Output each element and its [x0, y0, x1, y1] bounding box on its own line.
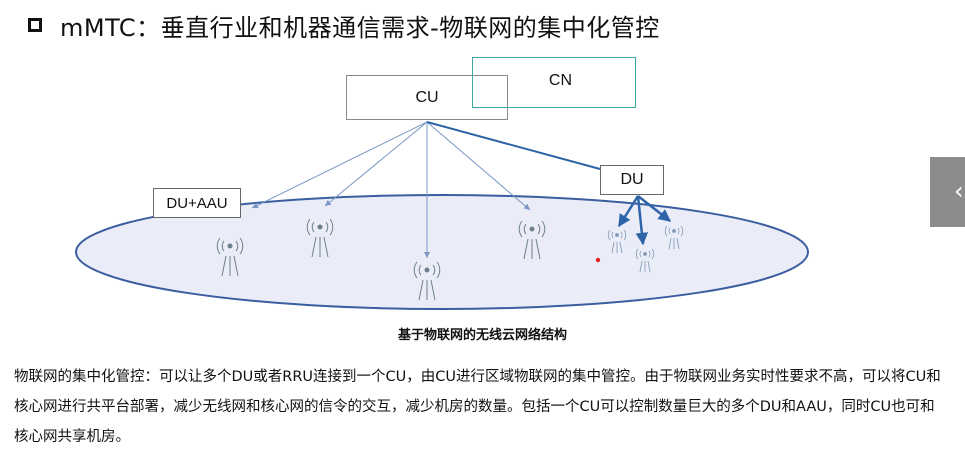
- small-antenna-icon: [664, 225, 684, 250]
- cu-du-link: [426, 121, 601, 170]
- chevron-left-icon: ‹: [954, 177, 964, 205]
- slide-title: mMTC：垂直行业和机器通信需求-物联网的集中化管控: [60, 13, 660, 42]
- cu-box: CU: [346, 75, 508, 120]
- antenna-icon: [413, 261, 441, 301]
- small-antenna-icon: [635, 248, 655, 273]
- cu-link-antenna-left: [251, 121, 428, 209]
- antenna-icon: [518, 220, 546, 260]
- cu-link-antenna-4: [426, 121, 531, 211]
- du-link-3: [637, 195, 671, 222]
- du-link-1: [617, 195, 640, 228]
- du-aau-box: DU+AAU: [153, 188, 241, 218]
- square-bullet-icon: [28, 18, 42, 32]
- side-panel-toggle[interactable]: ‹: [930, 157, 965, 227]
- cu-link-antenna-2: [324, 121, 428, 207]
- diagram-caption: 基于物联网的无线云网络结构: [397, 328, 567, 343]
- du-box: DU: [600, 165, 664, 195]
- small-antenna-icon: [607, 229, 627, 254]
- antenna-icon: [306, 218, 334, 258]
- du-link-2: [635, 195, 649, 246]
- pointer-dot: [595, 257, 601, 263]
- slide-title-row: mMTC：垂直行业和机器通信需求-物联网的集中化管控: [28, 8, 660, 42]
- cn-box: CN: [472, 57, 636, 108]
- antenna-icon: [216, 237, 244, 277]
- description-paragraph: 物联网的集中化管控：可以让多个DU或者RRU连接到一个CU，由CU进行区域物联网…: [14, 369, 941, 445]
